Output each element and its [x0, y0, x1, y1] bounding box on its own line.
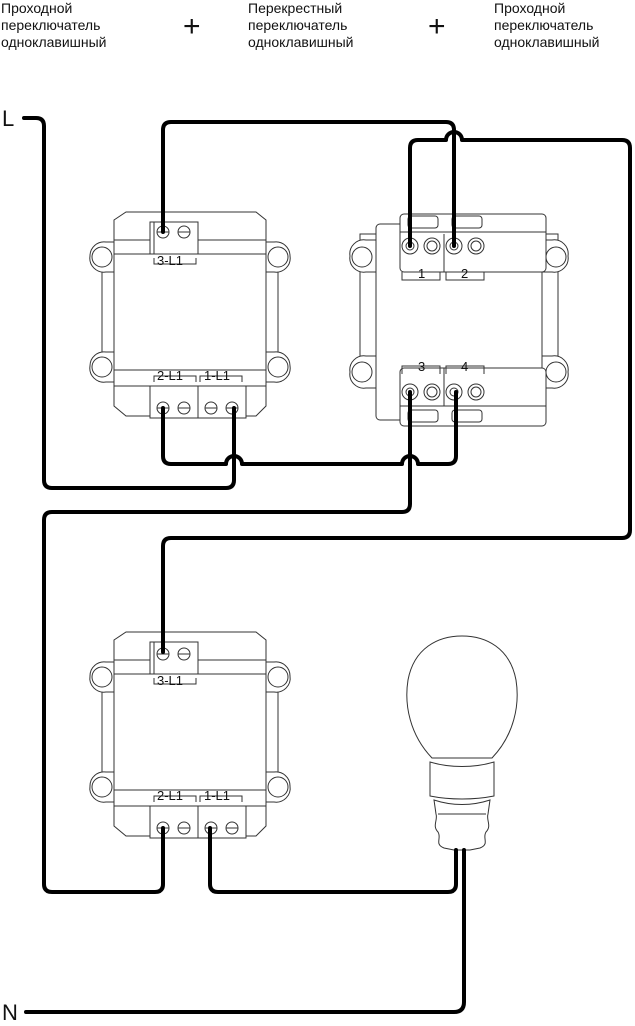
header-line: Проходной	[1, 0, 73, 16]
wires	[22, 116, 632, 1014]
wire-top-2L1-to-cross-4	[161, 390, 458, 466]
line-label: L	[2, 106, 15, 131]
wire-line-supply	[22, 116, 236, 490]
cross-switch: 1 2 3 4	[349, 213, 569, 427]
terminal-label: 3	[418, 359, 425, 374]
header-line: Проходной	[494, 0, 566, 16]
switch-bottom: 3-L1 2-L1 1-L1	[89, 631, 291, 839]
header-line: Перекрестный	[248, 0, 343, 16]
terminal-label: 1	[418, 266, 425, 281]
terminal-label: 3-L1	[157, 673, 183, 688]
wire-top-3L1-to-cross-2	[161, 120, 456, 248]
terminal-label: 3-L1	[157, 253, 183, 268]
wire-bottom-1L1-to-lamp	[208, 826, 458, 894]
plus-icon: +	[183, 10, 201, 43]
terminal-label: 2-L1	[157, 368, 183, 383]
header-line: переключатель	[248, 17, 348, 33]
header-line: одноклавишный	[1, 34, 107, 50]
light-bulb-icon	[406, 635, 518, 851]
header-line: одноклавишный	[248, 34, 354, 50]
header-line: переключатель	[1, 17, 101, 33]
terminal-label: 4	[461, 359, 468, 374]
terminal-label: 2	[461, 266, 468, 281]
terminal-label: 1-L1	[204, 788, 230, 803]
wire-cross-1-to-bottom-3L1	[161, 130, 632, 654]
wire-cross-3-to-bottom-2L1	[42, 390, 412, 894]
header-cross-switch: Перекрестный переключатель одноклавишный	[248, 0, 354, 51]
header-line: переключатель	[494, 17, 594, 33]
header-pass-through-switch-2: Проходной переключатель одноклавишный	[494, 0, 600, 51]
terminal-label: 2-L1	[157, 788, 183, 803]
terminal-label: 1-L1	[204, 368, 230, 383]
header-line: одноклавишный	[494, 34, 600, 50]
switch-top: 3-L1 2-L1 1-L1	[89, 211, 291, 419]
neutral-label: N	[2, 1000, 18, 1025]
plus-icon: +	[428, 10, 446, 43]
wire-neutral-supply	[24, 848, 466, 1014]
header-pass-through-switch-1: Проходной переключатель одноклавишный	[1, 0, 107, 51]
